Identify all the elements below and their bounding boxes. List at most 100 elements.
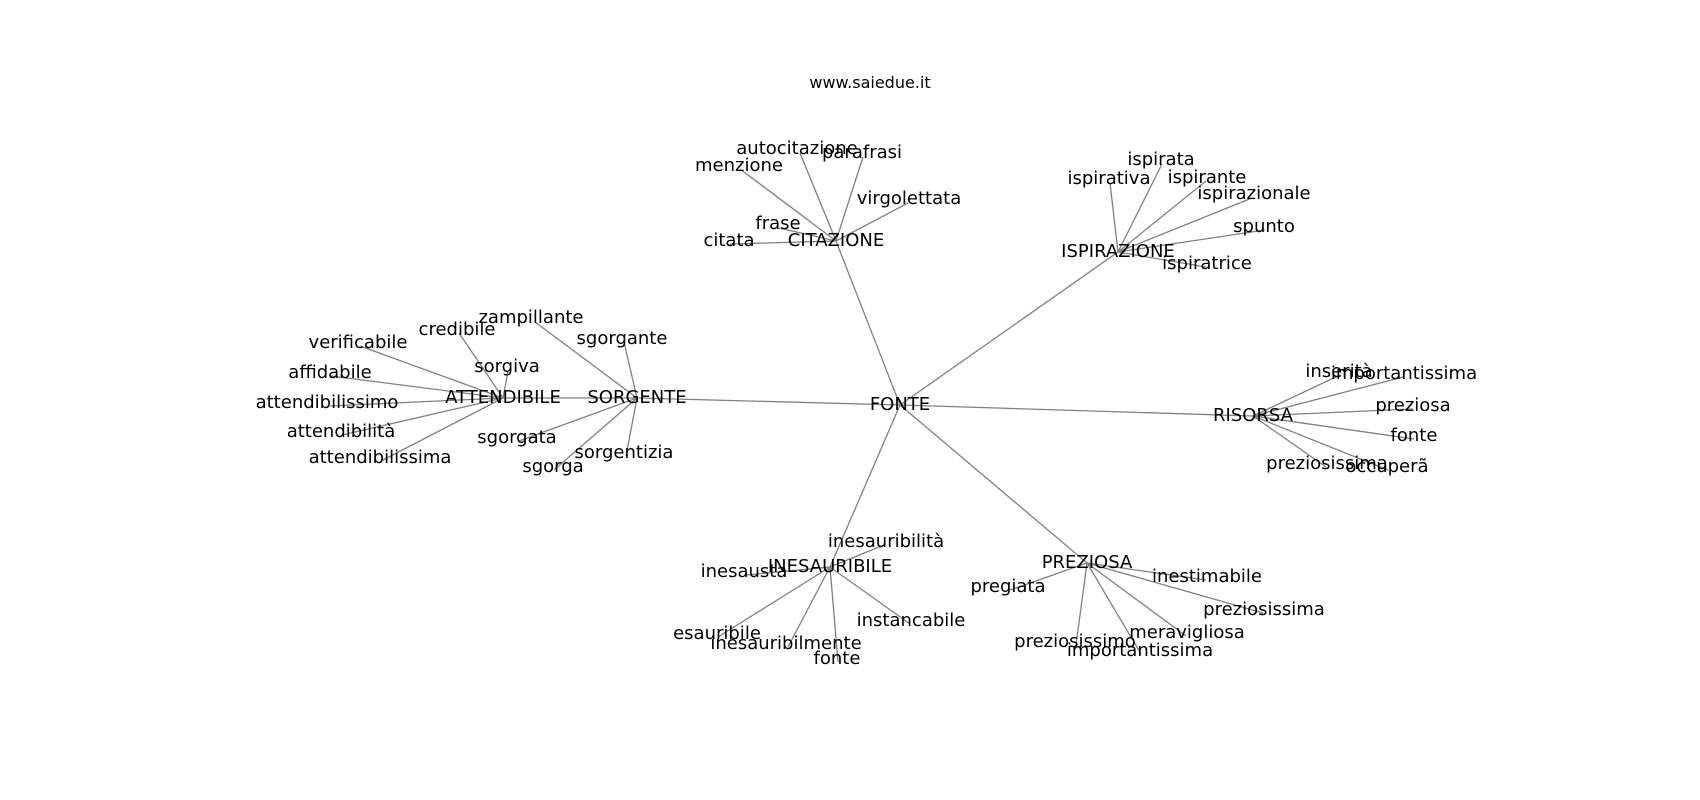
node-label-inesauribile-inesauribilmente: inesauribilmente: [710, 633, 861, 654]
node-label-inesauribile-esauribile: esauribile: [673, 623, 761, 644]
edge-sorgente-sgorga: [553, 397, 638, 471]
node-label-sorgente-sgorgante: sgorgante: [577, 328, 668, 349]
edge-preziosa-importantissima: [1086, 562, 1142, 655]
node-label-hub-risorsa: RISORSA: [1213, 405, 1294, 426]
node-label-risorsa-preziosa: preziosa: [1375, 395, 1450, 416]
edge-inesauribile-inesauribilmente: [787, 566, 831, 648]
edge-risorsa-inserita: [1252, 374, 1341, 417]
watermark-text: www.saiedue.it: [809, 73, 930, 92]
node-label-sorgente-zampillante: zampillante: [478, 307, 583, 328]
node-label-attendibile-attendibilissimo: attendibilissimo: [256, 392, 399, 413]
node-label-attendibile-verificabile: verificabile: [309, 332, 408, 353]
edge-preziosa-preziosissimo: [1075, 562, 1088, 646]
node-label-citazione-virgolettata: virgolettata: [857, 188, 961, 209]
edge-ispirazione-ispirata: [1117, 163, 1163, 253]
edge-inesauribile-to-fonte: [829, 404, 901, 568]
edge-attendibile-sorgiva: [502, 370, 509, 399]
edge-inesauribile-inesauribilita: [829, 544, 885, 568]
edge-attendibile-affidabile: [330, 375, 504, 399]
edge-attendibile-attendibilissimo: [329, 397, 504, 407]
node-label-citazione-autocitazione: autocitazione: [736, 138, 857, 159]
node-label-ispirazione-ispirata: ispirata: [1127, 149, 1194, 170]
edge-risorsa-preziosa: [1252, 408, 1414, 417]
node-label-citazione-menzione: menzione: [695, 155, 783, 176]
node-label-hub-attendibile: ATTENDIBILE: [445, 387, 561, 408]
edge-ispirazione-to-fonte: [899, 251, 1119, 406]
node-label-preziosa-preziosissima: preziosissima: [1203, 599, 1325, 620]
edge-risorsa-preziosissima: [1252, 415, 1327, 468]
node-label-preziosa-inestimabile: inestimabile: [1152, 566, 1262, 587]
node-label-inesauribile-inesausta: inesausta: [701, 561, 788, 582]
edge-inesauribile-instancabile: [829, 566, 911, 625]
edge-attendibile-attendibilissima: [380, 397, 504, 462]
edge-inesauribile-fonte: [829, 566, 839, 663]
edge-citazione-to-fonte: [835, 240, 901, 406]
edge-attendibile-verificabile: [359, 345, 504, 399]
edge-risorsa-occupera: [1252, 415, 1389, 471]
edge-risorsa-to-fonte: [899, 404, 1254, 417]
node-label-attendibile-affidabile: affidabile: [288, 362, 371, 383]
edge-citazione-autocitazione: [799, 152, 837, 242]
node-label-ispirazione-spunto: spunto: [1233, 216, 1295, 237]
edge-attendibile-credibile: [458, 332, 504, 399]
edge-sorgente-sgorgata: [518, 397, 638, 442]
node-label-root: FONTE: [870, 394, 930, 415]
edge-preziosa-to-fonte: [899, 404, 1088, 564]
edge-preziosa-pregiata: [1009, 562, 1088, 591]
node-label-hub-preziosa: PREZIOSA: [1042, 552, 1133, 573]
node-label-risorsa-fonte: fonte: [1391, 425, 1438, 446]
node-label-risorsa-importantissima: importantissima: [1331, 363, 1477, 384]
edge-ispirazione-ispirante: [1117, 180, 1207, 253]
edge-inesauribile-inesausta: [745, 566, 831, 576]
node-label-risorsa-occupera: occuperã: [1345, 456, 1428, 477]
node-label-citazione-citata: citata: [703, 230, 754, 251]
node-label-preziosa-preziosissimo: preziosissimo: [1014, 631, 1136, 652]
edge-preziosa-meravigliosa: [1086, 562, 1187, 637]
node-label-risorsa-inserita: inserità: [1305, 361, 1372, 382]
edge-citazione-virgolettata: [835, 202, 909, 242]
edge-risorsa-importantissima: [1252, 376, 1404, 417]
node-label-preziosa-meravigliosa: meravigliosa: [1129, 622, 1245, 643]
node-label-inesauribile-fonte: fonte: [814, 648, 861, 669]
node-label-hub-sorgente: SORGENTE: [587, 387, 686, 408]
node-label-hub-inesauribile: INESAURIBILE: [768, 556, 892, 577]
node-label-preziosa-importantissima: importantissima: [1067, 640, 1213, 661]
edge-preziosa-inestimabile: [1086, 562, 1207, 581]
edge-layer: [329, 152, 1415, 663]
node-label-ispirazione-ispiratrice: ispiratrice: [1162, 253, 1252, 274]
node-label-ispirazione-ispirativa: ispirativa: [1068, 168, 1151, 189]
edge-ispirazione-ispirazionale: [1117, 197, 1253, 253]
node-label-hub-citazione: CITAZIONE: [788, 230, 884, 251]
edge-citazione-citata: [729, 240, 837, 245]
node-label-attendibile-sorgiva: sorgiva: [474, 356, 540, 377]
node-label-attendibile-attendibilissima: attendibilissima: [309, 447, 452, 468]
edge-sorgente-zampillante: [534, 321, 638, 399]
node-label-preziosa-pregiata: pregiata: [970, 576, 1045, 597]
edge-sorgente-sgorgante: [623, 341, 638, 399]
edge-ispirazione-spunto: [1117, 229, 1266, 253]
label-layer: www.saiedue.it FONTE CITAZIONE ISPIRAZIONE…: [256, 73, 1478, 669]
node-label-attendibile-credibile: credibile: [419, 319, 496, 340]
node-label-risorsa-preziosissima: preziosissima: [1266, 453, 1388, 474]
node-label-citazione-frase: frase: [755, 213, 800, 234]
edge-sorgente-sorgentizia: [625, 397, 638, 457]
edge-ispirazione-ispiratrice: [1117, 251, 1207, 268]
edge-attendibile-attendibilita: [341, 397, 504, 436]
node-label-citazione-parafrasi: parafrasi: [822, 142, 902, 163]
node-label-inesauribile-inesauribilita: inesauribilità: [828, 531, 944, 552]
node-label-inesauribile-instancabile: instancabile: [857, 610, 966, 631]
edge-preziosa-preziosissima: [1086, 562, 1264, 614]
edge-inesauribile-esauribile: [717, 566, 831, 638]
node-label-attendibile-attendibilita: attendibilità: [287, 421, 396, 442]
node-label-sorgente-sorgentizia: sorgentizia: [575, 442, 674, 463]
node-label-sorgente-sgorga: sgorga: [522, 456, 583, 477]
edge-risorsa-fonte: [1252, 415, 1415, 440]
node-label-ispirazione-ispirazionale: ispirazionale: [1197, 183, 1310, 204]
node-label-hub-ispirazione: ISPIRAZIONE: [1061, 241, 1175, 262]
edge-citazione-menzione: [739, 168, 837, 242]
node-label-ispirazione-ispirante: ispirante: [1168, 167, 1247, 188]
edge-citazione-parafrasi: [835, 156, 864, 242]
node-label-sorgente-sgorgata: sgorgata: [477, 427, 556, 448]
edge-citazione-frase: [778, 227, 837, 242]
